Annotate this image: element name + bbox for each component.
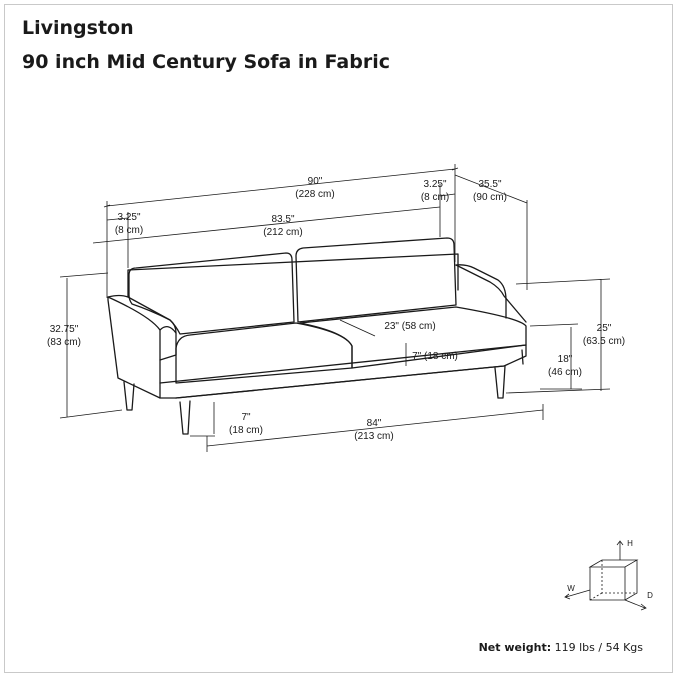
arm-height-in: 25" xyxy=(597,323,612,334)
overall-depth-in: 35.5" xyxy=(478,179,501,190)
arm-right-in: 3.25" xyxy=(423,179,446,190)
dim-overall-height xyxy=(59,272,123,419)
right-arm xyxy=(455,264,527,323)
base-rail-bottom xyxy=(175,365,505,399)
dimension-labels: 90" (228 cm) 3.25" (8 cm) 35.5" (90 cm) … xyxy=(47,176,625,442)
net-weight-value: 119 lbs / 54 Kgs xyxy=(554,641,643,654)
dim-overall-depth xyxy=(454,174,528,290)
axis-labels: H W D xyxy=(567,539,653,600)
leg-height-cm: (18 cm) xyxy=(229,425,263,436)
product-name: Livingston xyxy=(22,17,134,39)
net-weight-label: Net weight: xyxy=(478,641,552,654)
left-arm xyxy=(107,296,161,399)
cushion-height-in: 7" xyxy=(412,351,422,362)
cushion-height-label: 7" (18 cm) xyxy=(412,351,458,362)
left-arm-inner xyxy=(159,326,177,334)
seat-depth-label: 23" (58 cm) xyxy=(384,321,435,332)
image-frame xyxy=(4,4,673,673)
dim-arm-right xyxy=(439,184,456,237)
inner-width-cm: (212 cm) xyxy=(263,227,302,238)
dim-seat-height xyxy=(529,323,582,390)
dimension-lines xyxy=(59,164,611,452)
axis-d-arrow xyxy=(624,599,647,611)
overall-width-in: 90" xyxy=(308,176,323,187)
seat-height-cm: (46 cm) xyxy=(548,367,582,378)
seat-depth-in: 23" xyxy=(384,321,399,332)
back-cushion-right xyxy=(295,237,457,323)
arm-left-cm: (8 cm) xyxy=(115,225,143,236)
overall-width-cm: (228 cm) xyxy=(295,189,334,200)
axis-h-label: H xyxy=(627,539,633,548)
base-rail xyxy=(159,344,527,399)
axis-w-arrow xyxy=(564,589,591,600)
orientation-cube-icon xyxy=(564,540,647,611)
seat-height-in: 18" xyxy=(558,354,573,365)
overall-height-cm: (83 cm) xyxy=(47,337,81,348)
seat-cushion-right xyxy=(299,306,527,369)
leg-front-left xyxy=(179,400,191,435)
back-frame xyxy=(127,253,459,298)
dim-arm-left xyxy=(106,212,129,268)
dim-overall-width xyxy=(106,164,456,298)
leg-front-right xyxy=(494,365,506,399)
arm-right-cm: (8 cm) xyxy=(421,192,449,203)
net-weight: Net weight: 119 lbs / 54 Kgs xyxy=(479,641,643,654)
leg-height-in: 7" xyxy=(241,412,251,423)
back-cushion-left xyxy=(128,252,295,335)
axis-h-arrow xyxy=(616,540,624,560)
inner-width-in: 83.5" xyxy=(271,214,294,225)
dim-inner-width xyxy=(92,206,441,244)
base-width-in: 84" xyxy=(367,418,382,429)
seat-depth-cm: (58 cm) xyxy=(402,321,436,332)
leg-back-left xyxy=(123,381,135,411)
overall-height-in: 32.75" xyxy=(50,324,79,335)
base-width-cm: (213 cm) xyxy=(354,431,393,442)
sofa-drawing xyxy=(107,237,527,435)
arm-height-cm: (63.5 cm) xyxy=(583,336,625,347)
dim-arm-height xyxy=(505,278,611,394)
arm-left-in: 3.25" xyxy=(117,212,140,223)
dim-base-width xyxy=(190,404,544,452)
right-arm-top xyxy=(455,264,507,319)
product-title: 90 inch Mid Century Sofa in Fabric xyxy=(22,51,390,73)
left-arm-top xyxy=(107,294,177,361)
dim-seat-depth xyxy=(339,319,376,337)
overall-depth-cm: (90 cm) xyxy=(473,192,507,203)
cushion-height-cm: (18 cm) xyxy=(424,351,458,362)
axis-d-label: D xyxy=(647,591,653,600)
leg-back-right xyxy=(521,349,524,365)
axis-w-label: W xyxy=(567,584,575,593)
